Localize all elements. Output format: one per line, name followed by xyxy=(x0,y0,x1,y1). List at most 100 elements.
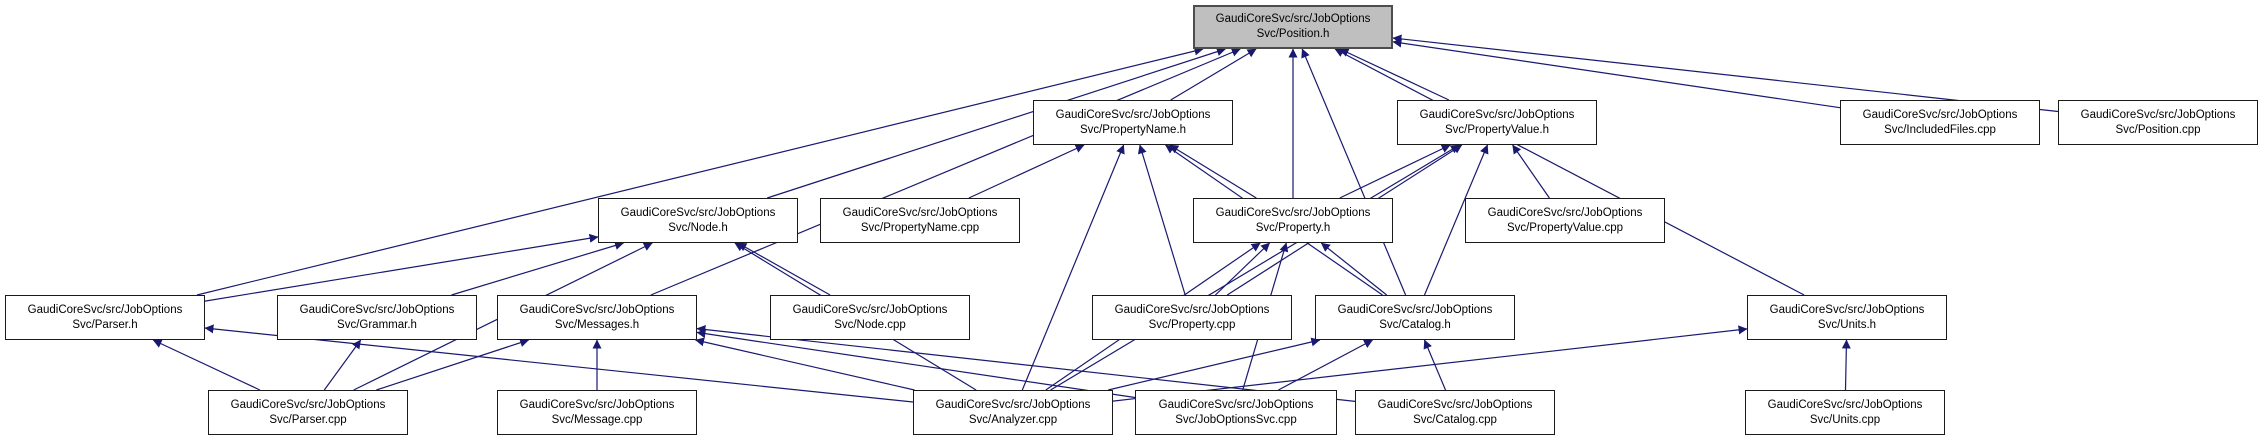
include-edge-property_cpp-to-propertyname_h xyxy=(1137,144,1186,296)
include-edge-catalog_h-to-position_h xyxy=(1301,48,1407,296)
node-label-line2: Svc/PropertyName.cpp xyxy=(860,221,980,234)
include-edge-analyzer_cpp-to-messages_h xyxy=(695,337,915,391)
edge-group xyxy=(152,34,2059,403)
node-label-line2: Svc/Message.cpp xyxy=(551,413,643,426)
node-label-line1: GaudiCoreSvc/src/JobOptions xyxy=(230,398,386,411)
node-label-line1: GaudiCoreSvc/src/JobOptions xyxy=(1114,303,1270,316)
node-label-line2: Svc/Grammar.h xyxy=(337,318,417,331)
node-label-line2: Svc/Property.h xyxy=(1255,221,1331,234)
node-label-line1: GaudiCoreSvc/src/JobOptions xyxy=(519,398,675,411)
node-label-line2: Svc/PropertyValue.cpp xyxy=(1506,221,1624,234)
include-edge-parser_h-to-position_h xyxy=(196,46,1204,296)
node-label-line2: Svc/Units.cpp xyxy=(1809,413,1881,426)
node-label-line2: Svc/Node.cpp xyxy=(834,318,906,331)
include-edge-propertyname_h-to-position_h xyxy=(1170,48,1257,101)
node-label-line1: GaudiCoreSvc/src/JobOptions xyxy=(1215,206,1371,219)
node-label-line2: Svc/Parser.h xyxy=(72,318,138,331)
node-label-line1: GaudiCoreSvc/src/JobOptions xyxy=(27,303,183,316)
include-edge-analyzer_cpp-to-propertyname_h xyxy=(1021,144,1125,391)
node-label-line2: Svc/Units.h xyxy=(1817,318,1877,331)
include-edge-analyzer_cpp-to-units_h xyxy=(1112,325,1748,402)
include-edge-analyzer_cpp-to-propertyvalue_h xyxy=(1050,144,1460,391)
include-edge-messages_h-to-position_h xyxy=(650,48,1241,296)
include-edge-parser_cpp-to-parser_h xyxy=(152,339,261,391)
node-label-line1: GaudiCoreSvc/src/JobOptions xyxy=(620,206,776,219)
include-edge-position_cpp-to-position_h xyxy=(1392,34,2059,113)
node-label-line1: GaudiCoreSvc/src/JobOptions xyxy=(1419,108,1575,121)
include-edge-analyzer_cpp-to-catalog_h xyxy=(1108,337,1321,391)
include-edge-catalog_cpp-to-messages_h xyxy=(696,325,1356,402)
include-edge-property_h-to-propertyname_h xyxy=(1169,144,1257,199)
node-label-line1: GaudiCoreSvc/src/JobOptions xyxy=(792,303,948,316)
node-label-line1: GaudiCoreSvc/src/JobOptions xyxy=(1767,398,1923,411)
node-label-line2: Svc/Node.h xyxy=(668,221,728,234)
node-label-line1: GaudiCoreSvc/src/JobOptions xyxy=(519,303,675,316)
include-edge-includedfiles_cpp-to-position_h xyxy=(1392,38,1841,109)
node-label-line1: GaudiCoreSvc/src/JobOptions xyxy=(935,398,1091,411)
node-label-line1: GaudiCoreSvc/src/JobOptions xyxy=(1158,398,1314,411)
node-label-line1: GaudiCoreSvc/src/JobOptions xyxy=(1769,303,1925,316)
include-edge-propertyvalue_cpp-to-propertyvalue_h xyxy=(1512,144,1550,199)
node-label-line1: GaudiCoreSvc/src/JobOptions xyxy=(1862,108,2018,121)
include-edge-property_cpp-to-property_h xyxy=(1214,242,1271,296)
node-label-line2: Svc/Analyzer.cpp xyxy=(968,413,1058,426)
node-label-line2: Svc/JobOptionsSvc.cpp xyxy=(1175,413,1297,426)
include-edge-parser_h-to-node_h xyxy=(204,233,599,302)
include-edge-parser_cpp-to-grammar_h xyxy=(323,339,362,391)
node-label-line2: Svc/PropertyValue.h xyxy=(1445,123,1549,136)
include-edge-units_h-to-position_h xyxy=(1334,48,1805,296)
node-label-line1: GaudiCoreSvc/src/JobOptions xyxy=(1337,303,1493,316)
include-edge-node_h-to-position_h xyxy=(767,47,1226,199)
node-label-line2: Svc/Position.h xyxy=(1256,28,1330,40)
node-label-line2: Svc/Position.cpp xyxy=(2115,123,2201,136)
include-edge-node_cpp-to-node_h xyxy=(737,242,831,296)
node-label-line1: GaudiCoreSvc/src/JobOptions xyxy=(1377,398,1533,411)
include-edge-parser_cpp-to-messages_h xyxy=(376,338,530,391)
node-label-line1: GaudiCoreSvc/src/JobOptions xyxy=(299,303,455,316)
include-edge-grammar_h-to-node_h xyxy=(451,241,624,296)
include-edge-analyzer_cpp-to-parser_h xyxy=(204,324,914,403)
include-edge-catalog_h-to-property_h xyxy=(1320,242,1388,296)
include-edge-units_cpp-to-units_h xyxy=(1841,339,1851,391)
node-label-line1: GaudiCoreSvc/src/JobOptions xyxy=(1487,206,1643,219)
include-edge-joboptionssvc_cpp-to-catalog_h xyxy=(1278,339,1374,391)
node-label-line2: Svc/Catalog.h xyxy=(1379,318,1451,331)
include-edge-propertyname_cpp-to-propertyname_h xyxy=(968,144,1085,199)
node-label-line1: GaudiCoreSvc/src/JobOptions xyxy=(842,206,998,219)
node-label-line2: Svc/PropertyName.h xyxy=(1079,123,1187,136)
node-label-line1: GaudiCoreSvc/src/JobOptions xyxy=(1055,108,1211,121)
include-edge-catalog_h-to-propertyvalue_h xyxy=(1423,144,1489,296)
node-label-line2: Svc/Property.cpp xyxy=(1148,318,1236,331)
include-edge-joboptionssvc_cpp-to-messages_h xyxy=(696,329,1136,399)
include-edge-propertyvalue_h-to-position_h xyxy=(1339,48,1450,101)
include-edge-property_h-to-propertyvalue_h xyxy=(1339,144,1451,199)
node-label-line2: Svc/IncludedFiles.cpp xyxy=(1884,123,1996,136)
node-label-line1: GaudiCoreSvc/src/JobOptions xyxy=(2080,108,2236,121)
node-label-line2: Svc/Parser.cpp xyxy=(269,413,347,426)
node-label-line2: Svc/Catalog.cpp xyxy=(1413,413,1497,426)
